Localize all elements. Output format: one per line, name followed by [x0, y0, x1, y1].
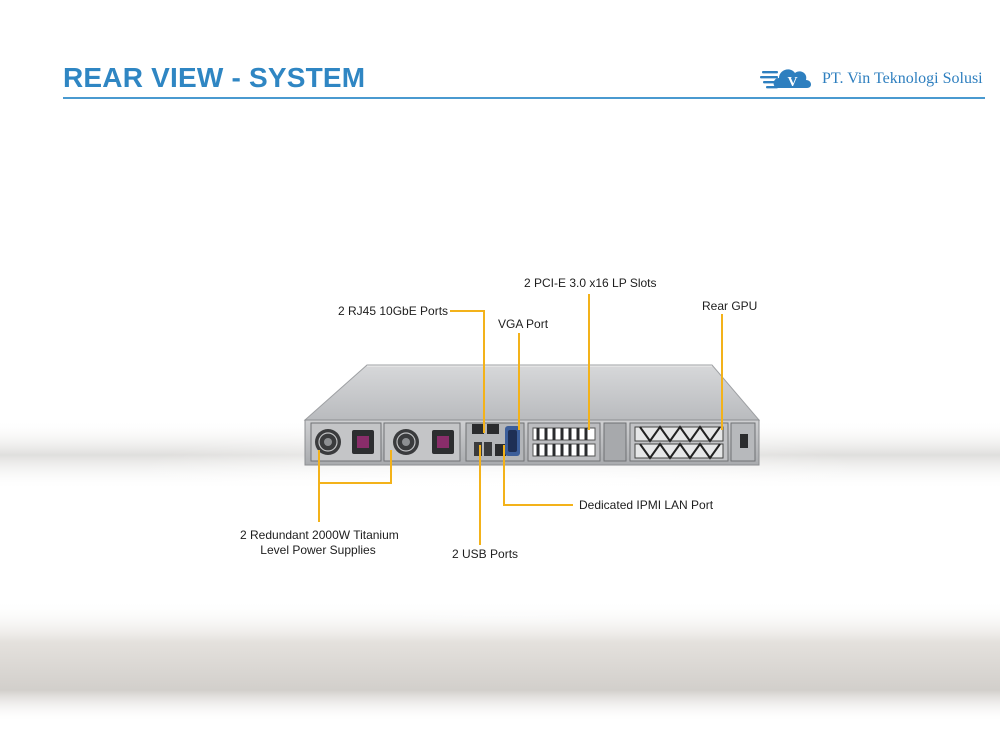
rj45-leader [450, 310, 485, 433]
page-title: REAR VIEW - SYSTEM [63, 62, 366, 93]
ipmi-leader [503, 445, 573, 506]
leader-lines [318, 294, 723, 545]
logo-letter: V [787, 75, 797, 90]
rj45-ports-label: 2 RJ45 10GbE Ports [338, 304, 449, 318]
vga-port-label: VGA Port [498, 317, 549, 331]
pcie-slots-label: 2 PCI-E 3.0 x16 LP Slots [524, 276, 657, 290]
psu-1 [310, 422, 382, 462]
company-name: PT. Vin Teknologi Solusi [822, 70, 983, 87]
company-logo-icon: V [760, 69, 812, 90]
title-underline [63, 97, 985, 99]
psu-label: 2 Redundant 2000W Titanium Level Power S… [240, 528, 399, 558]
rear-gpu-bay [603, 422, 756, 462]
psu-label-line2: Level Power Supplies [260, 543, 376, 557]
psu-2 [383, 422, 461, 462]
io-panel [465, 422, 525, 462]
psu2-leader [319, 450, 392, 484]
psu-label-line1: 2 Redundant 2000W Titanium [240, 528, 399, 542]
usb-ports-label: 2 USB Ports [452, 547, 519, 561]
company-brand: V PT. Vin Teknologi Solusi [760, 62, 983, 96]
ipmi-port-label: Dedicated IPMI LAN Port [579, 498, 714, 512]
rear-gpu-label: Rear GPU [702, 299, 758, 313]
